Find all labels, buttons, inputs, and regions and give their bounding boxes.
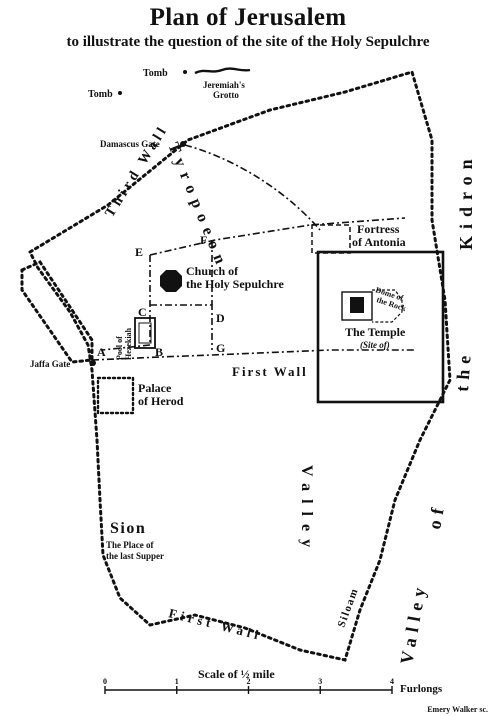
damascus-arc-wall [184,144,321,231]
pool-of-hezekiah-inner [138,322,152,344]
grotto-label: Jeremiah's Grotto [203,80,247,100]
point-g: G [216,341,225,355]
jeremiahs-grotto-mark [194,67,251,75]
tomb-left-label: Tomb [88,89,113,100]
fortress-antonia-box [311,224,351,254]
point-e: E [135,245,143,259]
damascus-gate-label: Damascus Gate [100,139,160,149]
tyropoeon-label: Tyropoeon [164,140,231,273]
map-subtitle: to illustrate the question of the site o… [66,34,430,50]
tomb-left-dot [118,91,122,95]
inner-wall-c-d [150,304,213,350]
tomb-top-dot [183,70,187,74]
dome-label: Dome of the Rock [372,285,411,313]
jaffa-gate-marker [90,360,96,366]
scale-tick-label: 3 [318,677,322,686]
scale-unit: Furlongs [400,683,443,695]
dome-of-rock-annex [372,289,403,323]
valley-tyropoeon-label: Valley [298,465,315,555]
scale-tick-label: 4 [390,677,394,686]
map-title: Plan of Jerusalem [149,4,347,31]
first-wall-north-label: First Wall [232,364,308,379]
temple-site-label: (Site of) [360,340,390,350]
pool-label: Pool of Hezekiah [115,327,133,360]
temple-label: The Temple [345,325,406,339]
temple-enclosure [316,250,445,404]
sion-label: Sion [110,520,146,537]
first-wall-north [91,349,415,361]
fortress-label: Fortress of Antonia [352,222,406,249]
dome-of-rock-building [350,297,364,313]
scale-label: Scale of ½ mile [198,667,275,681]
valley-kidron-word-kidron: Kidron [456,152,476,250]
pool-of-hezekiah [134,317,156,349]
church-holy-sepulchre-marker [160,270,182,292]
third-wall-label: Third Wall [103,122,172,220]
point-a: A [97,345,106,359]
point-f: F [200,233,207,247]
west-wall-projection [20,260,94,364]
outer-city-wall [28,70,452,662]
valley-kidron-word-of: of [424,501,448,531]
last-supper-label: The Place of the last Supper [106,540,164,561]
tomb-top-label: Tomb [143,68,168,79]
scale-tick-label: 2 [247,677,251,686]
engraver-credit: Emery Walker sc. [427,705,488,714]
palace-of-herod-box [96,376,135,415]
dome-of-rock-outline [341,291,373,321]
point-c: C [138,305,147,319]
valley-kidron-word-the: the [452,349,475,392]
point-d: D [216,311,225,325]
second-wall [101,217,406,351]
church-label: Church of the Holy Sepulchre [186,264,284,291]
palace-label: Palace of Herod [138,381,184,408]
damascus-gate-marker [180,141,186,147]
valley-kidron-word-valley: Valley [396,580,430,666]
first-wall-south-label: First Wall [167,605,264,643]
point-b: B [155,345,163,359]
scale-tick-label: 0 [103,677,107,686]
scale-tick-label: 1 [175,677,179,686]
jaffa-gate-label: Jaffa Gate [30,359,70,369]
scale-ticks: 0 1 2 3 4 [103,677,394,694]
